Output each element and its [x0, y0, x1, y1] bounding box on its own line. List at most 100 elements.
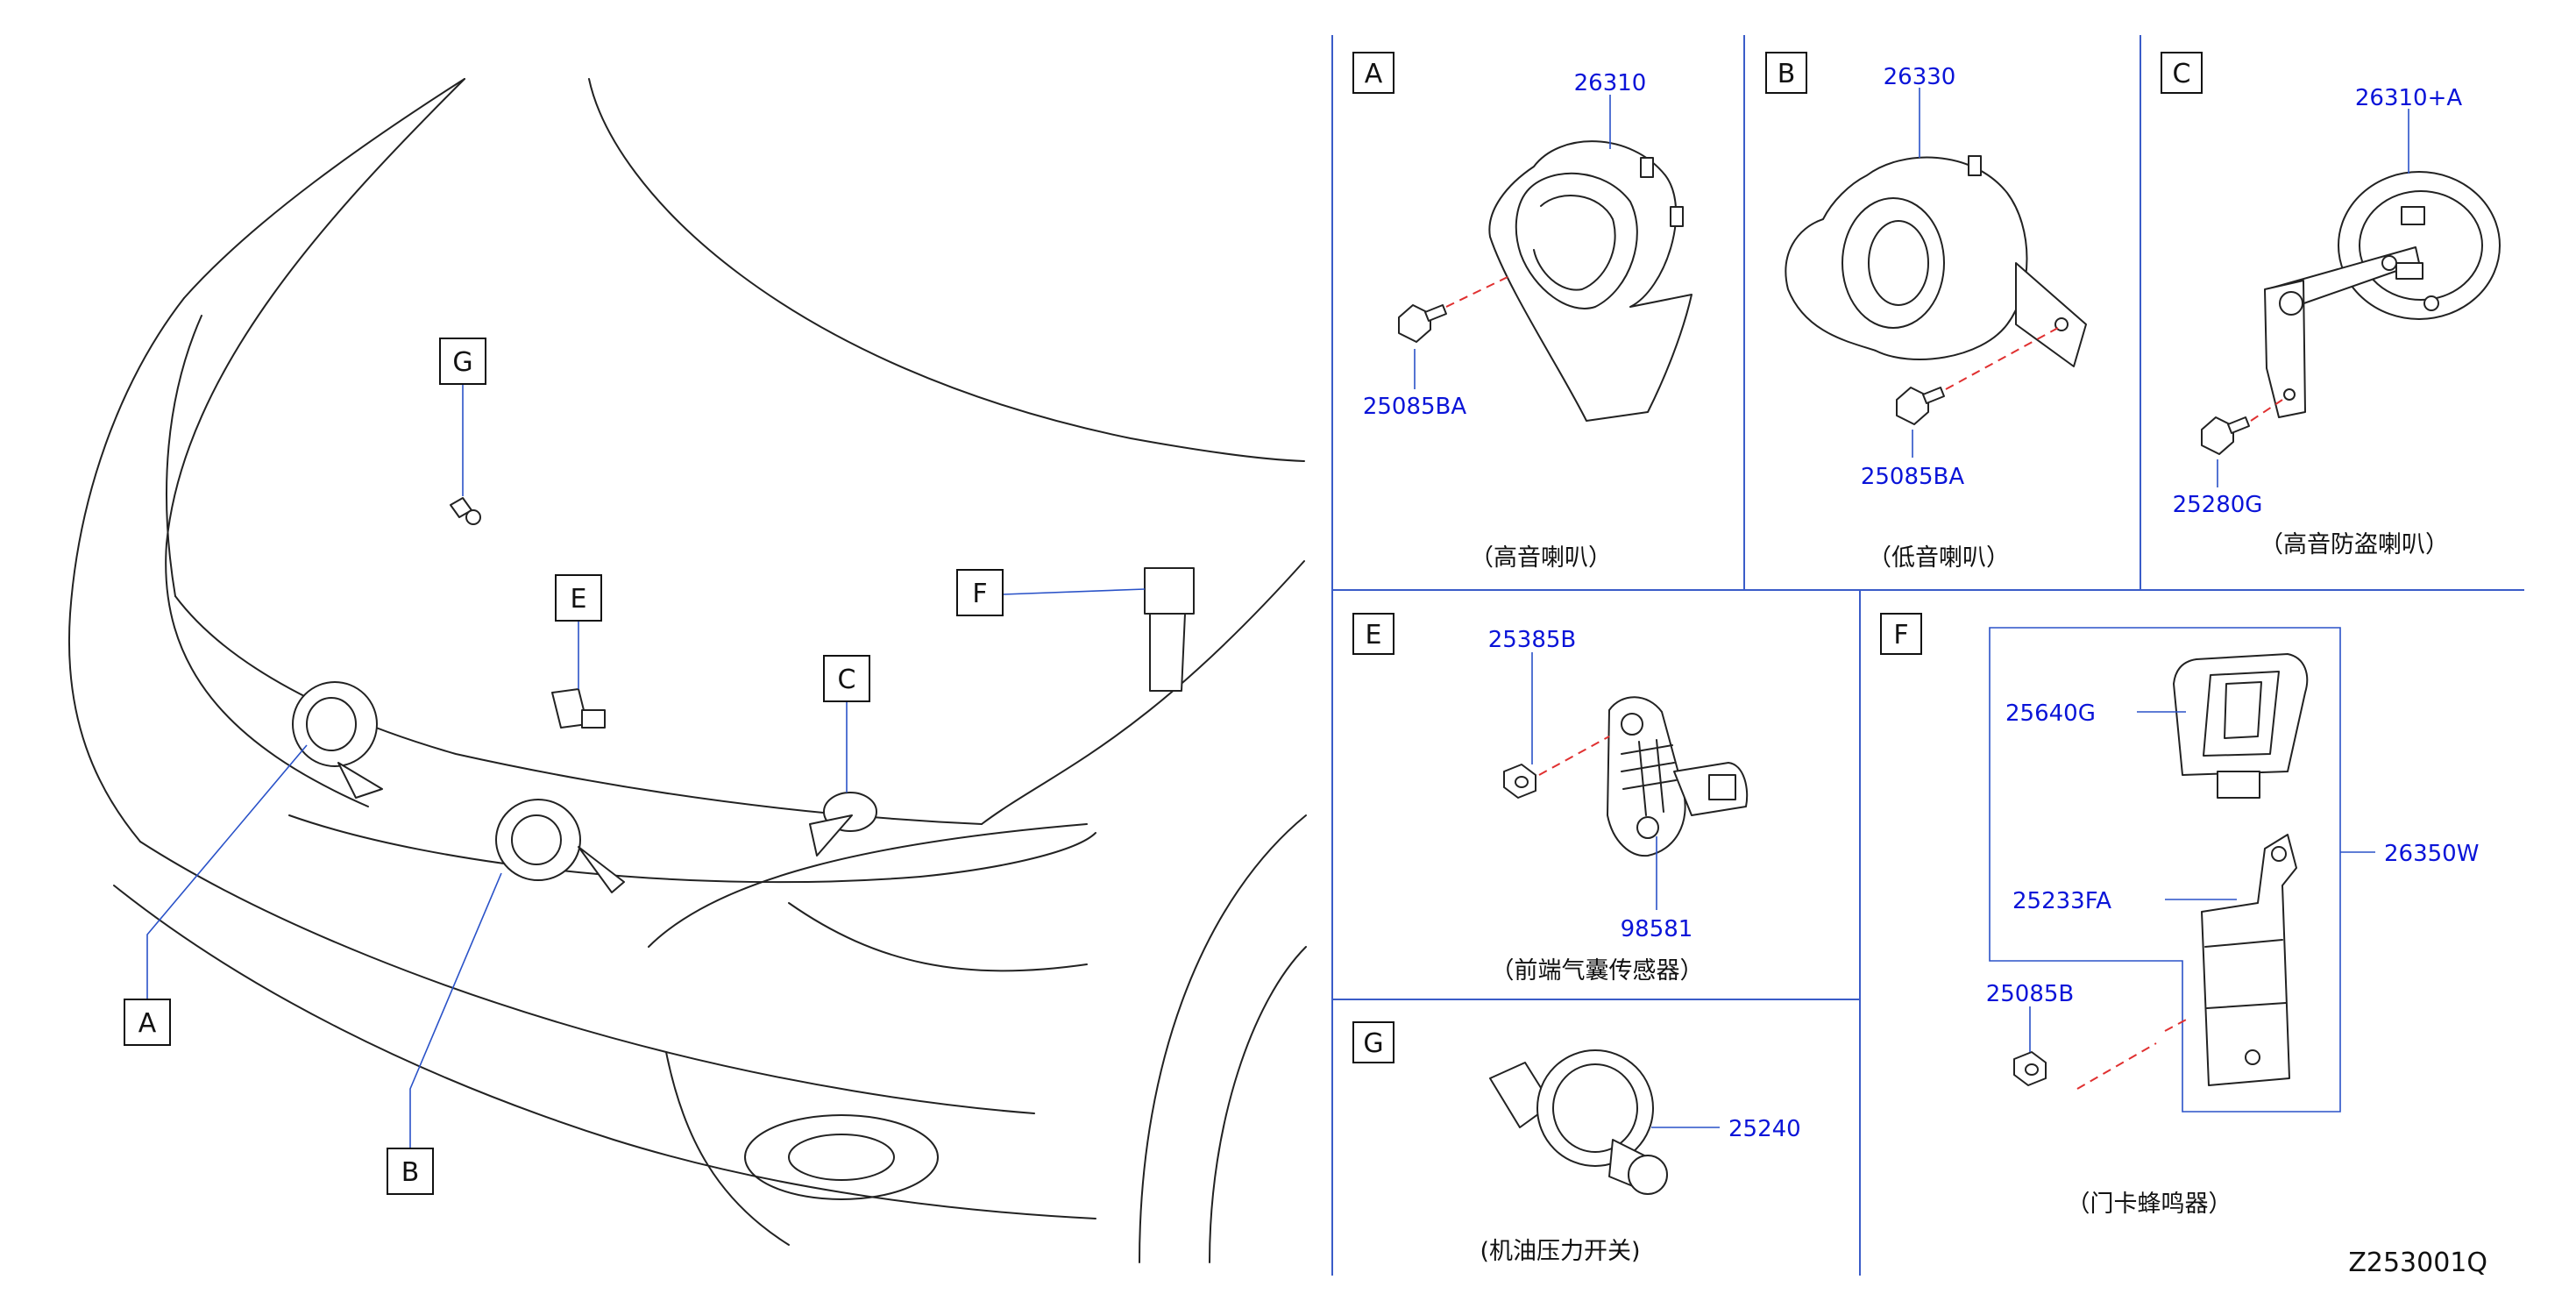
- diagram-code: Z253001Q: [2348, 1248, 2487, 1278]
- bolt-shank: [1922, 387, 1945, 404]
- marker-f-label: F: [972, 579, 987, 609]
- buzzer-bracket-hole-bottom: [2245, 1049, 2260, 1065]
- nut-body: [1503, 764, 1536, 799]
- marker-c: C: [823, 655, 870, 702]
- buzzer-illustration: [2173, 653, 2309, 799]
- high-horn-body: [1488, 140, 1692, 422]
- marker-b-label: B: [401, 1157, 420, 1188]
- alarm-horn-stud-2: [2423, 295, 2439, 311]
- grille-top: [288, 814, 1096, 884]
- marker-g: G: [439, 338, 486, 385]
- bolt-25280g: [2201, 416, 2250, 455]
- high-horn-spiral-inner: [1533, 195, 1616, 291]
- marker-g-label: G: [452, 347, 472, 378]
- airbag-sensor-hole-bottom: [1636, 816, 1659, 839]
- wheel-arch-outer: [1139, 814, 1307, 1263]
- nut-hole: [2025, 1063, 2039, 1076]
- alarm-horn-nut: [2279, 291, 2303, 316]
- marker-f: F: [956, 569, 1004, 616]
- apron-line: [648, 823, 1088, 948]
- panel-b: B 26330 25085BA （低音喇叭）: [1765, 52, 2087, 572]
- panel-a-letter: A: [1365, 59, 1383, 89]
- high-horn-flare-small: [337, 762, 383, 799]
- airbag-sensor-body: [1607, 696, 1686, 857]
- side-contour: [68, 297, 185, 842]
- overview-part-a: [292, 681, 383, 799]
- assembly-line-e: [1538, 736, 1610, 776]
- alarm-horn-face: [2359, 190, 2483, 301]
- bolt-shank: [2227, 416, 2250, 434]
- airbag-sensor-illustration: [1607, 696, 1749, 857]
- fog-lamp-inner: [788, 1134, 895, 1181]
- nut-hole: [1515, 776, 1529, 788]
- alarm-horn-illustration: [2264, 171, 2501, 418]
- marker-a-label: A: [138, 1008, 157, 1039]
- inner-panel-line: [788, 902, 1088, 972]
- panel-g-letter: G: [1363, 1028, 1383, 1059]
- high-horn-terminal-1: [1640, 157, 1654, 178]
- marker-e: E: [555, 574, 602, 622]
- assembly-line-a: [1445, 276, 1508, 308]
- part-25085ba-a: 25085BA: [1363, 394, 1467, 420]
- buzzer-body: [2173, 653, 2309, 776]
- nut-25085b: [2013, 1051, 2047, 1086]
- panel-e: E 25385B 98581 （前端气囊传感器）: [1352, 613, 1749, 985]
- panel-e-letter: E: [1366, 620, 1382, 650]
- panel-a: A 26310 25085BA （高音喇叭）: [1352, 52, 1692, 572]
- part-25233fa: 25233FA: [2012, 888, 2111, 914]
- part-25385b: 25385B: [1488, 627, 1577, 653]
- caption-alarm-horn: （高音防盗喇叭）: [2260, 531, 2449, 558]
- alarm-horn-stud: [2381, 255, 2397, 271]
- airbag-sensor-hole-top: [1621, 713, 1643, 736]
- overview-part-b: [495, 799, 625, 893]
- panel-grid: [1331, 35, 2524, 1276]
- alarm-horn-bracket-hole: [2283, 388, 2296, 401]
- switch-tip: [1628, 1155, 1668, 1195]
- assembly-line-f: [2076, 1016, 2192, 1090]
- high-horn-terminal-2: [1670, 206, 1684, 227]
- part-26310: 26310: [1574, 70, 1647, 96]
- airbag-sensor-plug: [581, 709, 606, 729]
- assembly-line-c: [2250, 399, 2283, 422]
- caption-airbag-sensor: （前端气囊传感器）: [1491, 957, 1704, 985]
- caption-door-buzzer: （门卡蜂鸣器）: [2067, 1191, 2232, 1218]
- low-horn-bracket-hole: [2054, 317, 2069, 331]
- part-25085ba-b: 25085BA: [1861, 464, 1965, 490]
- buzzer-face: [2203, 671, 2280, 757]
- fender-line: [165, 78, 465, 807]
- alarm-horn-terminal-2: [2395, 262, 2423, 280]
- switch-body: [1536, 1049, 1654, 1167]
- caption-oil-switch: (机油压力开关): [1480, 1238, 1640, 1265]
- part-25085b: 25085B: [1986, 981, 2075, 1007]
- low-horn-throat: [1868, 220, 1929, 306]
- hood-edge: [588, 78, 1305, 462]
- part-25240: 25240: [1728, 1116, 1801, 1142]
- marker-a: A: [124, 999, 171, 1046]
- overview-part-c: [809, 792, 877, 857]
- panel-c-letter: C: [2173, 59, 2191, 89]
- buzzer-slot: [2224, 681, 2262, 739]
- airbag-sensor-ribs: [1621, 739, 1677, 816]
- oil-pressure-switch-illustration: [1489, 1049, 1668, 1195]
- bolt-25085ba-b: [1896, 387, 1945, 425]
- bolt-25085ba-a: [1398, 304, 1447, 343]
- alarm-horn-terminal-1: [2401, 206, 2425, 225]
- buzzer-bracket-hole-top: [2271, 846, 2287, 862]
- overview-part-e: [551, 688, 606, 729]
- switch-body-ring: [1552, 1063, 1638, 1153]
- assembly-line-b: [1945, 327, 2059, 390]
- panel-b-letter: B: [1778, 59, 1796, 89]
- airbag-sensor-socket: [1708, 774, 1736, 800]
- headlight-upper: [166, 315, 202, 597]
- bumper-lower: [113, 885, 1096, 1219]
- fog-lamp-outer: [744, 1114, 939, 1200]
- buzzer-plug: [2217, 771, 2260, 799]
- high-horn-spiral-outer: [1515, 172, 1638, 309]
- leader-f: [1002, 588, 1146, 595]
- part-26310-a: 26310+A: [2355, 85, 2462, 111]
- low-horn-terminal: [1968, 155, 1982, 176]
- buzzer-bracket-folds: [2204, 939, 2287, 1009]
- part-26330: 26330: [1884, 64, 1956, 90]
- part-98581: 98581: [1621, 916, 1693, 942]
- alarm-horn-body: [2338, 171, 2501, 320]
